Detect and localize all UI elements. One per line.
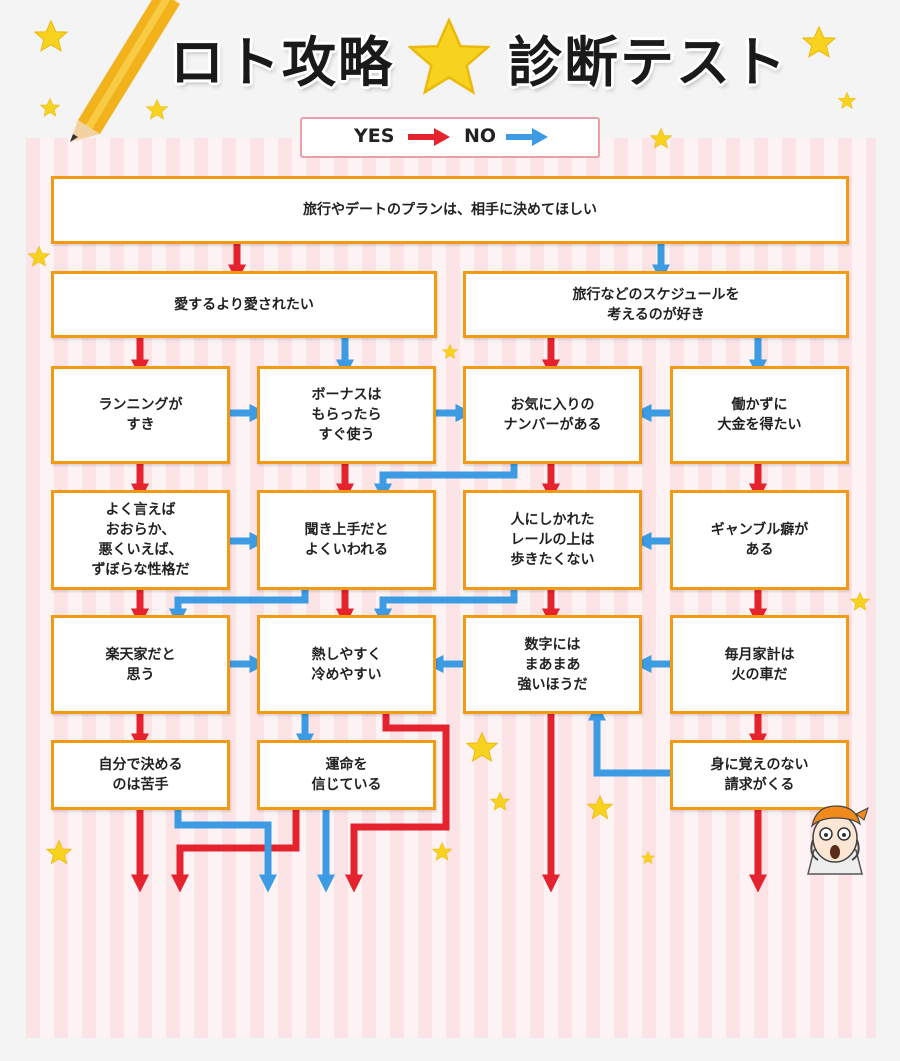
legend-yes-arrow-icon [408,128,450,146]
legend: YES NO [300,117,600,158]
legend-yes-label: YES [354,125,395,147]
question-box-12: 楽天家だと 思う [51,615,230,714]
title-left: ロト攻略 [170,31,394,94]
title-right: 診断テスト [508,31,788,94]
legend-no-arrow-icon [506,128,548,146]
question-box-17: 運命を 信じている [257,740,436,810]
question-box-18: 身に覚えのない 請求がくる [670,740,849,810]
question-box-10: 人にしかれた レールの上は 歩きたくない [463,490,642,590]
question-box-15: 毎月家計は 火の車だ [670,615,849,714]
question-box-6: お気に入りの ナンバーがある [463,366,642,464]
question-box-13: 熱しやすく 冷めやすい [257,615,436,714]
question-box-3: 旅行などのスケジュールを 考えるのが好き [463,271,849,338]
legend-no-label: NO [464,125,497,147]
question-box-2: 愛するより愛されたい [51,271,437,338]
question-box-8: よく言えば おおらか、 悪くいえば、 ずぼらな性格だ [51,490,230,590]
question-box-1: 旅行やデートのプランは、相手に決めてほしい [51,176,849,244]
question-box-4: ランニングが すき [51,366,230,464]
question-box-9: 聞き上手だと よくいわれる [257,490,436,590]
question-box-11: ギャンブル癖が ある [670,490,849,590]
question-box-5: ボーナスは もらったら すぐ使う [257,366,436,464]
question-box-14: 数字には まあまあ 強いほうだ [463,615,642,714]
character-illustration [807,805,869,875]
pencil-icon [70,0,180,142]
question-box-7: 働かずに 大金を得たい [670,366,849,464]
question-box-16: 自分で決める のは苦手 [51,740,230,810]
